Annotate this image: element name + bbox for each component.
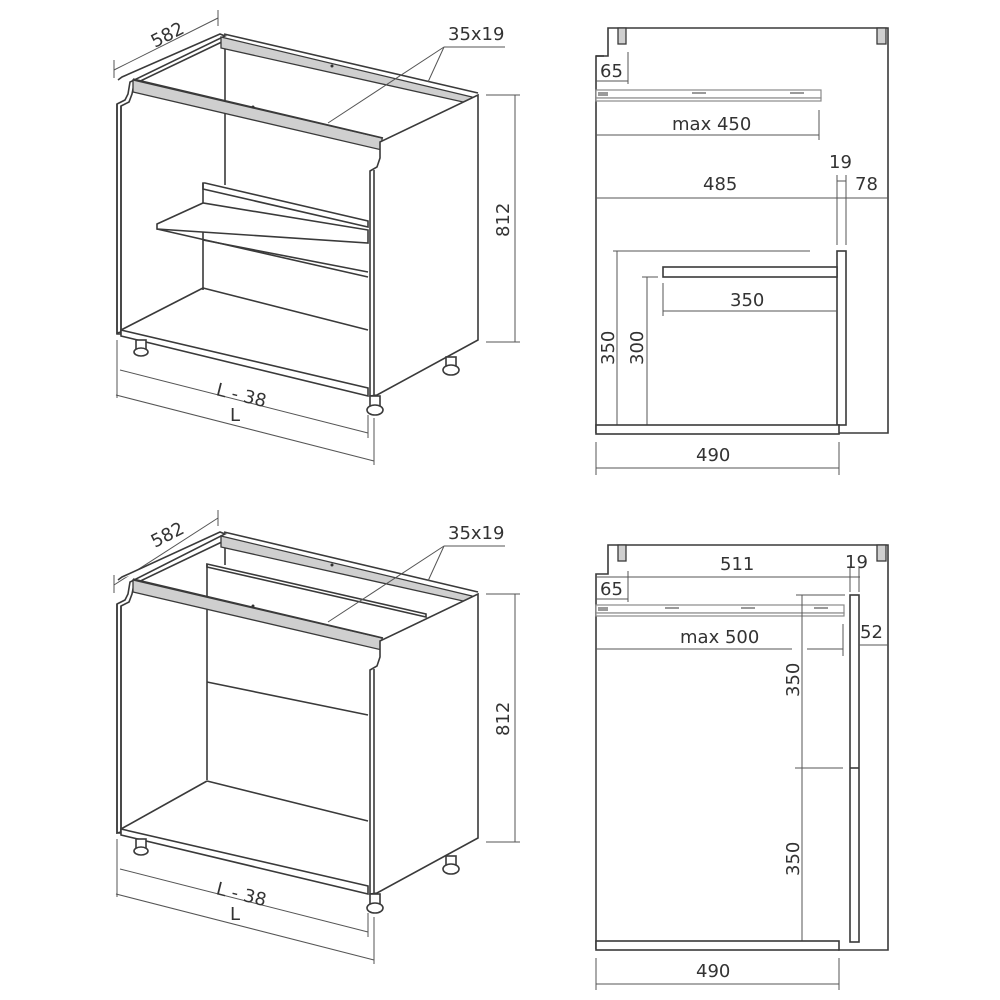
front-thickness-label: 19	[829, 152, 852, 173]
rail-hole	[251, 604, 255, 608]
depth-label: 582	[148, 18, 188, 52]
height-label: 812	[493, 203, 514, 237]
bottom-back-edge	[202, 287, 369, 331]
width-dim-line	[115, 394, 375, 462]
shelf-front-edge	[156, 228, 369, 278]
leg-back-right	[442, 356, 460, 376]
width-dim-line	[115, 893, 375, 961]
depth-dim-line	[113, 17, 219, 71]
inner-depth-label: 485	[703, 174, 737, 195]
top-offset-label: 65	[600, 579, 623, 600]
upper-front-height-label: 350	[783, 663, 804, 697]
cabinet-isometric-bottom: 582	[113, 510, 520, 964]
top-offset-label: 65	[600, 61, 623, 82]
inner-width-dim-line	[119, 868, 369, 933]
runner-detail	[665, 607, 679, 609]
left-panel-edge	[116, 604, 121, 834]
bottom-back-edge	[206, 780, 369, 822]
top-depth-label: 511	[720, 554, 754, 575]
section-frame	[595, 544, 889, 951]
right-side-panel	[369, 592, 479, 895]
leg-front-right	[366, 395, 384, 416]
top-back-edge	[223, 33, 479, 94]
front-rail-top-edge	[132, 578, 384, 639]
leg-front-right	[366, 893, 384, 914]
back-rail	[220, 36, 473, 105]
drawer-box-side	[662, 266, 838, 278]
rail-leader-front	[327, 46, 445, 124]
drawer-runner	[595, 89, 822, 99]
front-gap-label: 52	[860, 622, 883, 643]
front-thickness-label: 19	[845, 552, 868, 573]
section-view-top: 65 max 450 485 19 78 350 350	[595, 27, 889, 475]
base-panel	[595, 424, 840, 435]
shelf-panel	[156, 202, 369, 244]
runner-detail	[814, 607, 828, 609]
drawer-runner-rail	[595, 97, 822, 102]
drawer-height-inner-label: 300	[627, 331, 648, 365]
width-label: L	[230, 904, 240, 925]
leg-front-left	[133, 838, 149, 856]
rail-leader-back	[427, 545, 445, 582]
bottom-panel-front	[120, 827, 369, 896]
lower-front-height-label: 350	[783, 842, 804, 876]
base-depth-label: 490	[696, 961, 730, 982]
rail-leader-front	[327, 545, 445, 623]
front-rail	[132, 79, 383, 151]
cabinet-isometric-top: 582	[113, 10, 520, 465]
front-rail-top-edge	[132, 78, 384, 139]
bottom-left-edge	[120, 780, 208, 830]
rail-section-back	[876, 27, 887, 45]
inner-width-label: L - 38	[214, 878, 268, 911]
runner-detail	[790, 92, 804, 94]
back-rail	[220, 535, 473, 604]
runner-detail	[598, 607, 608, 611]
front-gap-label: 78	[855, 174, 878, 195]
bottom-left-edge	[120, 287, 204, 331]
leg-back-right	[442, 855, 460, 875]
runner-detail	[741, 607, 755, 609]
runner-detail	[692, 92, 706, 94]
rail-section-front	[617, 27, 627, 45]
runner-detail	[598, 92, 608, 96]
rail-hole	[330, 64, 334, 68]
right-side-panel	[369, 93, 479, 397]
rail-leader-back	[427, 46, 445, 83]
drawer-runner-rail	[595, 612, 845, 617]
rail-section-front	[617, 544, 627, 562]
back-panel-division	[206, 681, 369, 716]
bottom-panel-front	[120, 328, 369, 398]
section-view-bottom: 511 19 65 max 500 52 350 350	[595, 544, 889, 990]
height-label: 812	[493, 702, 514, 736]
rail-hole	[330, 563, 334, 567]
inner-width-dim-line	[119, 369, 369, 434]
leg-front-left	[133, 339, 149, 357]
runner-max-label: max 450	[672, 114, 751, 135]
runner-max-label: max 500	[680, 627, 759, 648]
left-panel-edge	[116, 104, 121, 335]
front-rail	[132, 579, 383, 651]
drawer-height-outer-label: 350	[598, 331, 619, 365]
top-back-edge	[223, 531, 479, 593]
rail-size-label: 35x19	[448, 523, 504, 544]
rail-section-back	[876, 544, 887, 562]
width-label: L	[230, 405, 240, 426]
base-depth-label: 490	[696, 445, 730, 466]
rail-hole	[251, 105, 255, 109]
drawer-depth-label: 350	[730, 290, 764, 311]
drawer-front	[836, 250, 847, 426]
shelf-under-edge	[202, 239, 369, 273]
inner-width-label: L - 38	[214, 379, 268, 412]
rail-size-label: 35x19	[448, 24, 504, 45]
base-panel	[595, 940, 840, 951]
drawer-runner	[595, 604, 845, 614]
depth-label: 582	[148, 518, 188, 552]
